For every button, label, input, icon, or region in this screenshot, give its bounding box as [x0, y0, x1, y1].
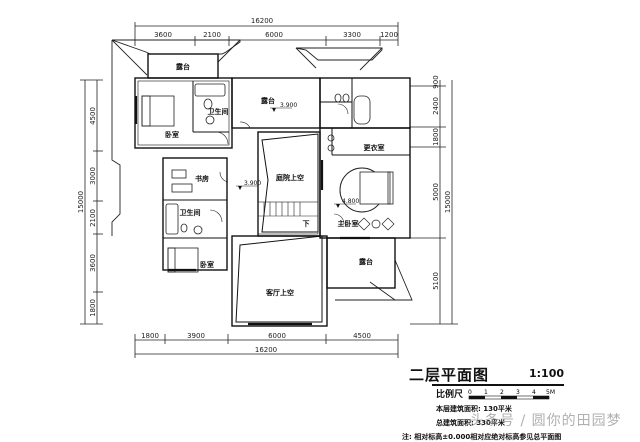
dim-bottom-total: 16200	[255, 346, 277, 354]
dim-top-seg-3: 6000	[265, 31, 283, 39]
room-bedroom-sw: 卧室	[200, 260, 214, 269]
dim-left-seg-4: 3600	[89, 254, 97, 272]
title-block: 二层平面图 1:100 比例尺 0 1 2 3 4 5M 本层建筑面积: 130…	[402, 364, 640, 442]
room-bathroom-w: 卫生间	[180, 208, 201, 217]
drawing-scale: 1:100	[529, 367, 565, 380]
dim-left-seg-5: 1800	[89, 299, 97, 317]
stair-down-label: 下	[303, 220, 310, 228]
dim-right-seg-2: 2400	[432, 97, 440, 115]
svg-text:5M: 5M	[546, 389, 555, 396]
elevation-terrace: 3.900	[280, 102, 297, 109]
dim-bottom-seg-1: 1800	[141, 332, 159, 340]
svg-text:2: 2	[500, 389, 504, 396]
dim-right-seg-5: 5100	[432, 272, 440, 290]
elevation-note: 注: 相对标高±0.000相对应绝对标高参见总平面图	[402, 433, 562, 441]
room-dressing: 更衣室	[364, 143, 385, 152]
dim-top-seg-4: 3300	[343, 31, 361, 39]
dim-left-seg-1: 4500	[89, 107, 97, 125]
room-courtyard-void: 庭院上空	[276, 173, 304, 182]
total-area: 总建筑面积: 330平米	[436, 419, 505, 427]
floor-area: 本层建筑面积: 130平米	[436, 405, 512, 413]
room-terrace-center: 露台	[261, 96, 275, 105]
scale-bar-label: 比例尺	[436, 390, 464, 400]
dim-top-total: 16200	[251, 17, 273, 25]
dim-top-seg-5: 1200	[380, 31, 398, 39]
dim-right-total: 15000	[444, 191, 452, 213]
dim-left-seg-2: 3000	[89, 167, 97, 185]
dim-right-seg-4: 5000	[432, 183, 440, 201]
svg-text:3: 3	[516, 389, 520, 396]
elevation-master: 4.800	[342, 198, 359, 205]
room-living-void: 客厅上空	[265, 288, 294, 297]
dim-left-total: 15000	[77, 191, 85, 213]
dim-bottom-seg-3: 6000	[268, 332, 286, 340]
watermark-text: 头条号 / 圆你的田园梦	[470, 413, 622, 429]
room-master-bedroom: 主卧室	[338, 219, 359, 228]
title-underline	[432, 384, 564, 386]
room-study: 书房	[195, 174, 209, 183]
elevation-hall: 3.900	[244, 180, 261, 187]
dim-top-seg-2: 2100	[203, 31, 221, 39]
dim-bottom-seg-4: 4500	[353, 332, 371, 340]
room-bedroom-nw: 卧室	[165, 130, 179, 139]
dim-top-seg-1: 3600	[154, 31, 172, 39]
scale-bar: 0 1 2 3 4 5M	[468, 389, 555, 400]
room-terrace-top-left: 露台	[176, 62, 190, 71]
dim-right-seg-3: 1800	[432, 128, 440, 146]
svg-text:1: 1	[484, 389, 488, 396]
dim-bottom-seg-2: 3900	[187, 332, 205, 340]
room-bathroom-n: 卫生间	[208, 107, 229, 116]
dim-right-seg-1: 900	[432, 75, 440, 88]
dim-left-seg-3: 2100	[89, 209, 97, 227]
svg-text:4: 4	[532, 389, 536, 396]
svg-text:0: 0	[468, 389, 472, 396]
drawing-title: 二层平面图	[409, 366, 490, 384]
room-terrace-se: 露台	[359, 257, 373, 266]
